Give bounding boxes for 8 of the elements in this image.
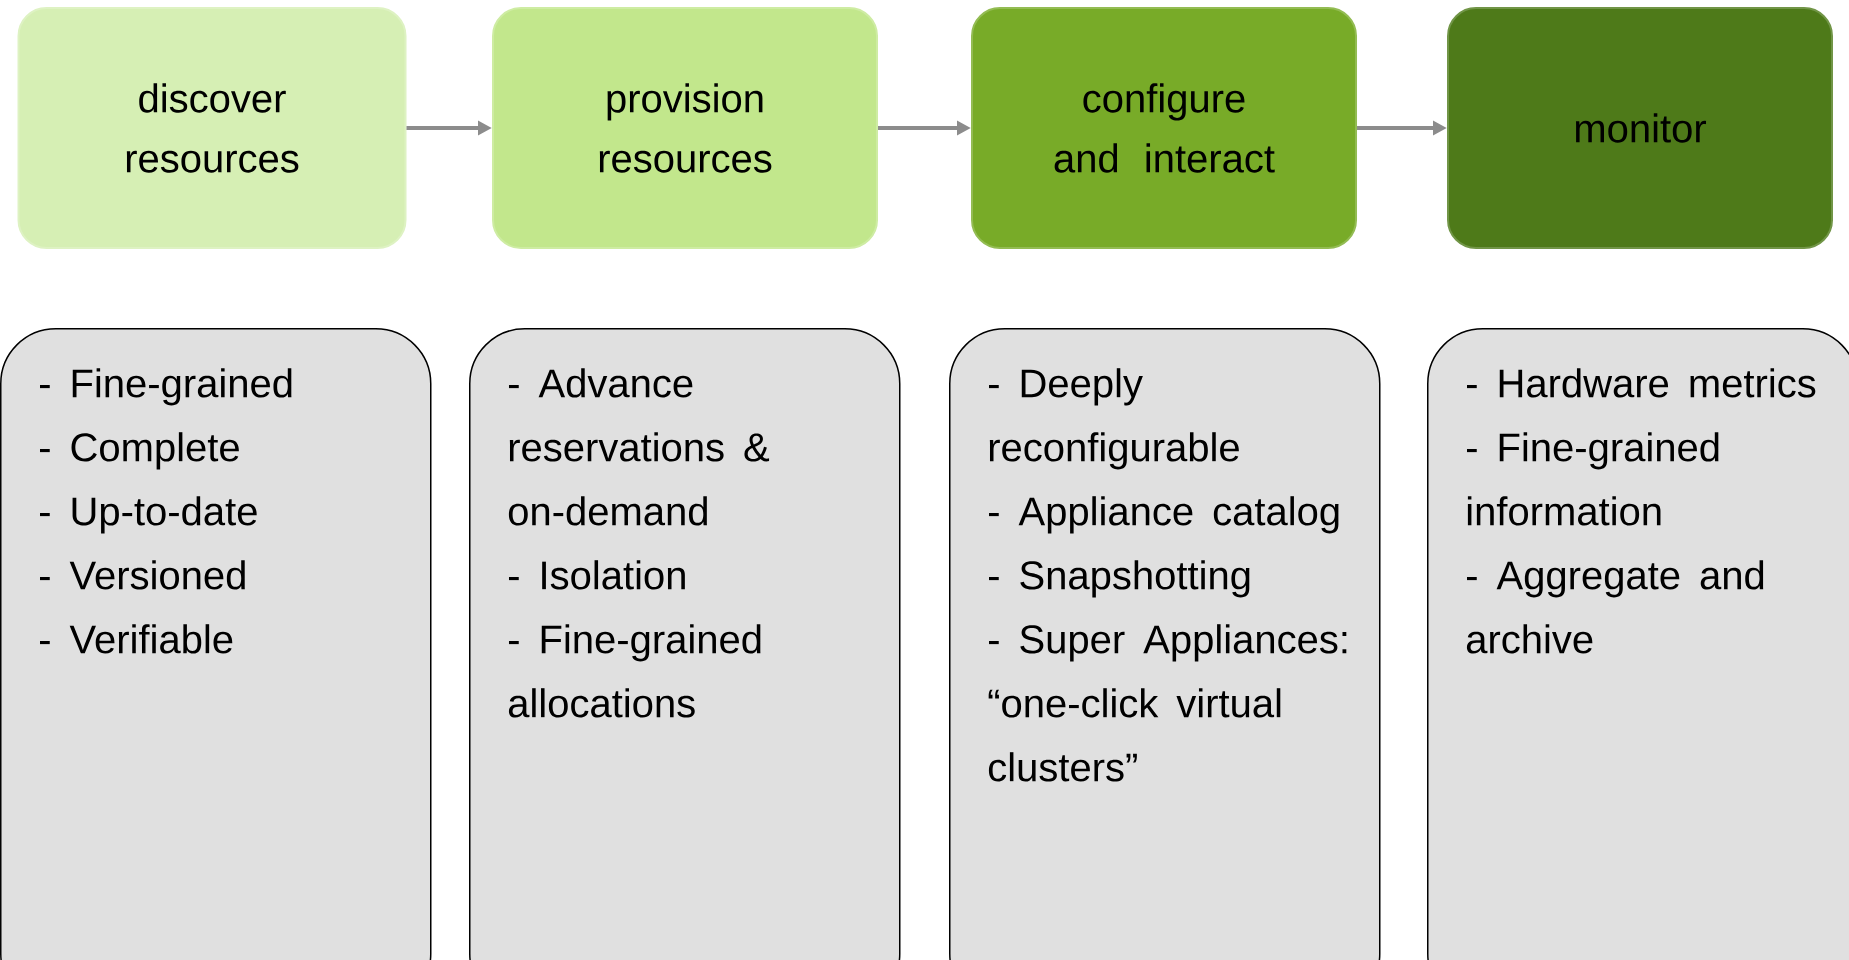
detail-box: - Fine-grained - Complete - Up-to-date - Versioned - Verifiable — [0, 328, 432, 960]
step-box: configure and interact — [971, 7, 1357, 249]
detail-box: - Deeply reconfigurable - Appliance catalog - Snapshotting - Super Appliances: “one-click virtual clusters” — [949, 328, 1381, 960]
step-box: discover resources — [17, 7, 407, 249]
detail-box: - Hardware metrics - Fine-grained information - Aggregate and archive — [1427, 328, 1849, 960]
step-box: monitor — [1447, 7, 1833, 249]
step-box: provision resources — [492, 7, 878, 249]
detail-box: - Advance reservations & on-demand - Isolation - Fine-grained allocations — [469, 328, 901, 960]
